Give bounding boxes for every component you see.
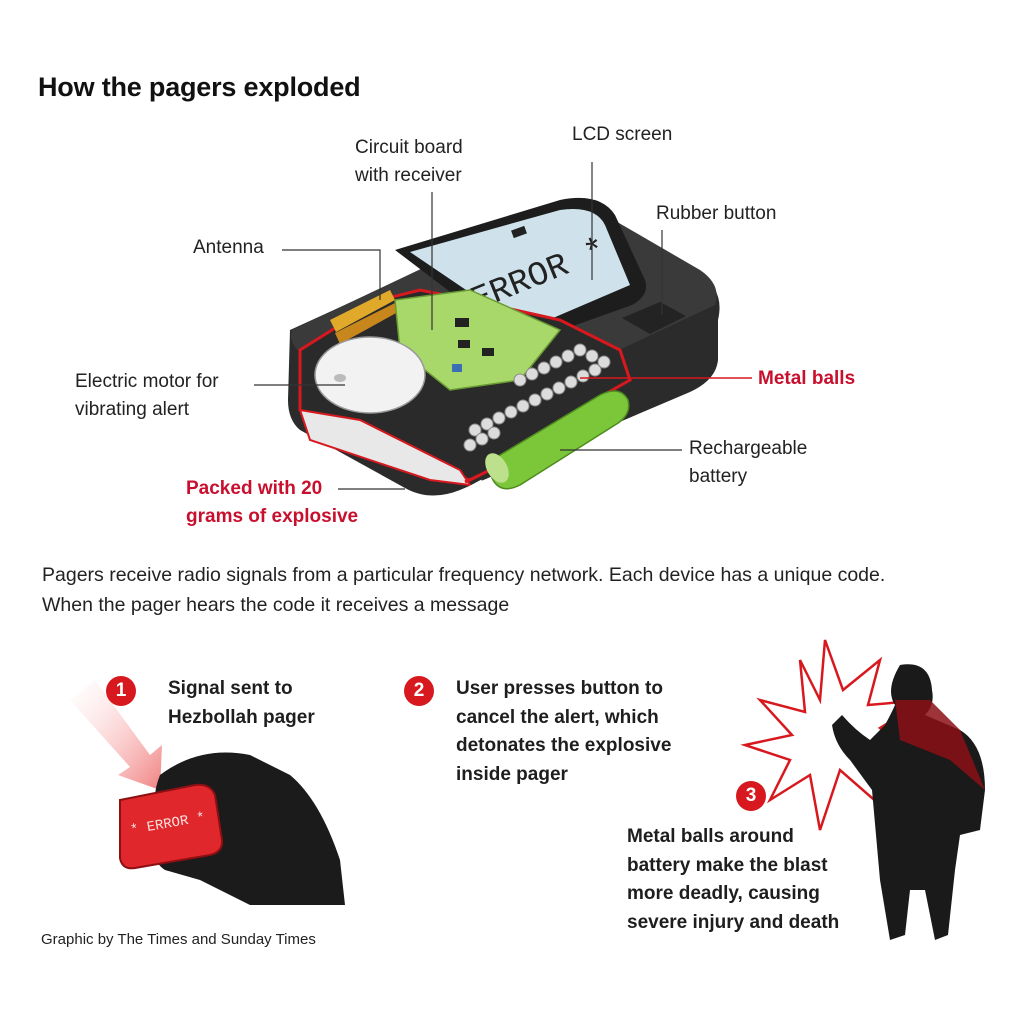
signal-arrow xyxy=(70,680,162,790)
description: Pagers receive radio signals from a part… xyxy=(42,560,885,620)
credit: Graphic by The Times and Sunday Times xyxy=(41,931,316,948)
metal-balls xyxy=(463,343,611,452)
step-3-text: Metal balls around battery make the blas… xyxy=(627,826,840,933)
leader-antenna xyxy=(282,249,381,300)
hand-pager xyxy=(119,783,224,870)
antenna-coil xyxy=(330,290,395,332)
step-2-text: User presses button to cancel the alert,… xyxy=(456,678,672,785)
step-1-text: Signal sent to Hezbollah pager xyxy=(168,678,315,728)
step-1-number: 1 xyxy=(106,676,136,706)
label-explosive: Packed with 20 grams of explosive xyxy=(186,478,359,527)
description-line: When the pager hears the code it receive… xyxy=(42,594,510,616)
rubber-button xyxy=(622,302,686,334)
description-line: Pagers receive radio signals from a part… xyxy=(42,564,886,586)
label-circuit-board: Circuit board with receiver xyxy=(355,137,463,186)
label-electric-motor: Electric motor for vibrating alert xyxy=(75,371,219,420)
lcd-battery-icon xyxy=(511,225,527,239)
step-3-number: 3 xyxy=(736,781,766,811)
label-metal-balls: Metal balls xyxy=(758,368,856,389)
label-rubber-button: Rubber button xyxy=(656,203,777,224)
step-2-number: 2 xyxy=(404,676,434,706)
label-antenna: Antenna xyxy=(193,237,264,258)
vibration-motor xyxy=(314,336,426,414)
label-battery: Rechargeable battery xyxy=(689,438,808,487)
lcd-screen xyxy=(410,209,630,330)
page-title: How the pagers exploded xyxy=(38,72,361,102)
label-lcd-screen: LCD screen xyxy=(572,124,673,145)
explosive-pack xyxy=(298,408,473,487)
